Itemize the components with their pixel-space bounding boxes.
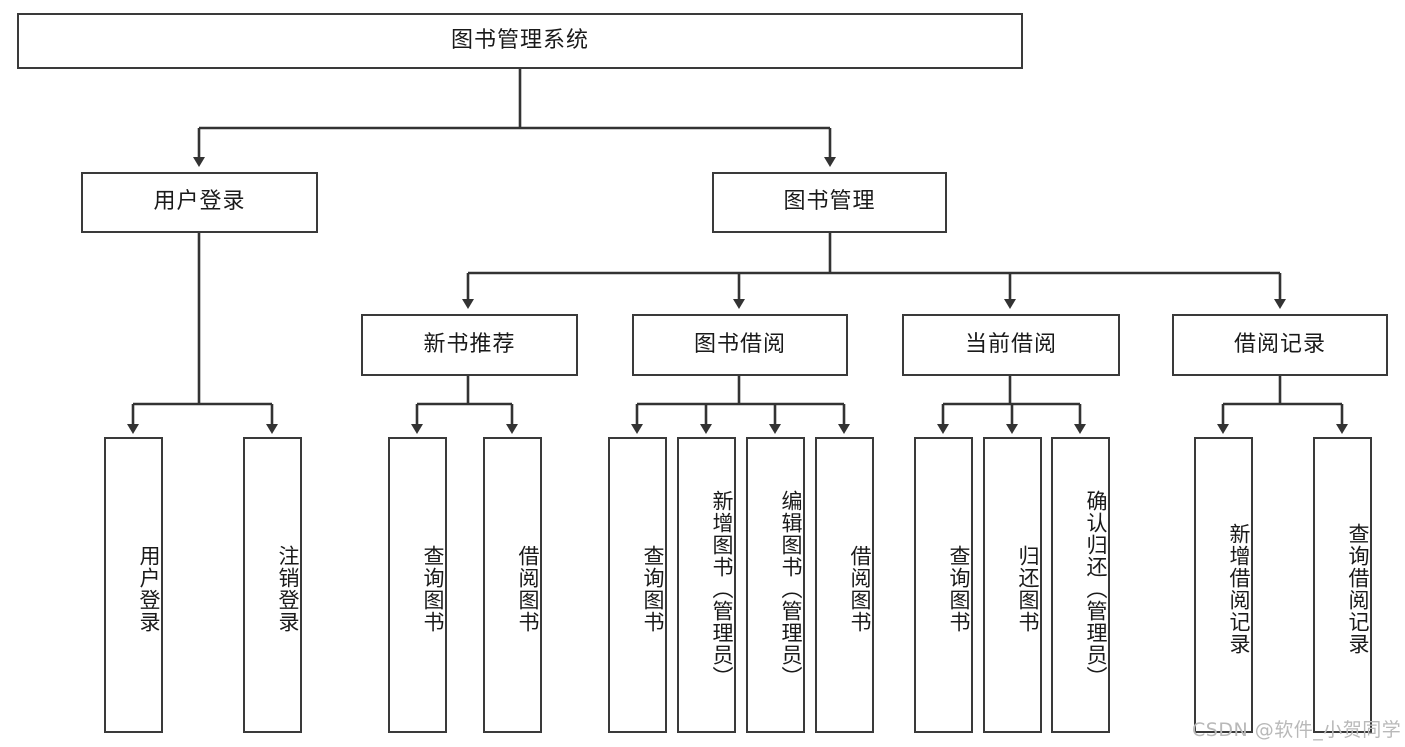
leaf-add-book-admin[interactable]: 新增图书（管理员） bbox=[677, 437, 736, 733]
leaf-logout[interactable]: 注销登录 bbox=[243, 437, 302, 733]
node-root[interactable]: 图书管理系统 bbox=[17, 13, 1023, 69]
leaf-label: 查询图书 bbox=[641, 545, 665, 633]
leaf-confirm-return-admin[interactable]: 确认归还（管理员） bbox=[1051, 437, 1110, 733]
leaf-label: 编辑图书（管理员） bbox=[779, 490, 803, 688]
leaf-borrow-book-recommend[interactable]: 借阅图书 bbox=[483, 437, 542, 733]
leaf-label: 归还图书 bbox=[1016, 545, 1040, 633]
leaf-label: 查询图书 bbox=[947, 545, 971, 633]
leaf-edit-book-admin[interactable]: 编辑图书（管理员） bbox=[746, 437, 805, 733]
node-book-borrow[interactable]: 图书借阅 bbox=[632, 314, 848, 376]
leaf-borrow-book[interactable]: 借阅图书 bbox=[815, 437, 874, 733]
node-new-book-recommend[interactable]: 新书推荐 bbox=[361, 314, 578, 376]
leaf-user-login[interactable]: 用户登录 bbox=[104, 437, 163, 733]
node-borrow-records[interactable]: 借阅记录 bbox=[1172, 314, 1388, 376]
leaf-label: 新增借阅记录 bbox=[1227, 523, 1251, 655]
leaf-label: 查询图书 bbox=[421, 545, 445, 633]
leaf-label: 注销登录 bbox=[276, 545, 300, 633]
leaf-label: 查询借阅记录 bbox=[1346, 523, 1370, 655]
leaf-label: 确认归还（管理员） bbox=[1084, 490, 1108, 688]
leaf-query-book-borrow[interactable]: 查询图书 bbox=[608, 437, 667, 733]
node-current-borrow[interactable]: 当前借阅 bbox=[902, 314, 1120, 376]
leaf-label: 借阅图书 bbox=[516, 545, 540, 633]
leaf-label: 用户登录 bbox=[137, 545, 161, 633]
node-book-management[interactable]: 图书管理 bbox=[712, 172, 947, 233]
leaf-label: 新增图书（管理员） bbox=[710, 490, 734, 688]
node-user-login[interactable]: 用户登录 bbox=[81, 172, 318, 233]
leaf-label: 借阅图书 bbox=[848, 545, 872, 633]
leaf-add-borrow-record[interactable]: 新增借阅记录 bbox=[1194, 437, 1253, 733]
leaf-query-book-recommend[interactable]: 查询图书 bbox=[388, 437, 447, 733]
leaf-query-borrow-record[interactable]: 查询借阅记录 bbox=[1313, 437, 1372, 733]
leaf-query-book-current[interactable]: 查询图书 bbox=[914, 437, 973, 733]
leaf-return-book[interactable]: 归还图书 bbox=[983, 437, 1042, 733]
csdn-watermark: CSDN @软件_小贺同学 bbox=[1192, 719, 1402, 741]
